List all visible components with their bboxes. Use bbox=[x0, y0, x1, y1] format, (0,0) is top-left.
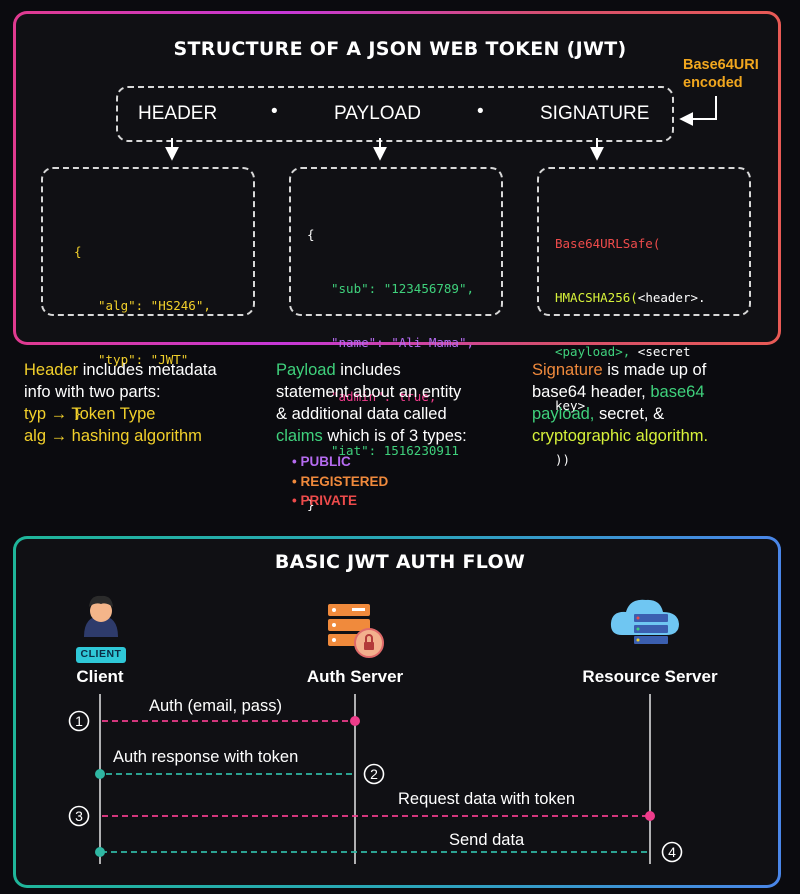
step-1-number: ①1 bbox=[75, 713, 83, 729]
payload-code-box bbox=[289, 167, 503, 316]
header-description: Header includes metadata info with two p… bbox=[24, 361, 217, 445]
jwt-structure-panel bbox=[13, 11, 781, 345]
segment-separator-1: • bbox=[271, 101, 278, 122]
jwt-segments-box bbox=[116, 86, 674, 142]
step-4-number: ④4 bbox=[668, 844, 676, 860]
auth-server-icon bbox=[328, 604, 384, 658]
step-3-label: Request data with token bbox=[398, 790, 576, 808]
header-code: { "alg": "HS246", "typ": "JWT" } bbox=[74, 244, 211, 421]
claim-type-public: • PUBLIC bbox=[292, 454, 351, 469]
signature-code: Base64URLSafe( HMACSHA256(<header>. <pay… bbox=[555, 236, 706, 467]
step-1-label: Auth (email, pass) bbox=[149, 697, 282, 715]
message-arrows bbox=[102, 720, 647, 853]
step-number-circles bbox=[68, 710, 683, 863]
step-3-number: ③3 bbox=[75, 808, 83, 824]
message-endpoints bbox=[95, 716, 655, 857]
segment-signature: SIGNATURE bbox=[540, 103, 650, 124]
client-icon bbox=[76, 595, 126, 663]
segment-separator-2: • bbox=[477, 101, 484, 122]
segment-payload: PAYLOAD bbox=[334, 103, 421, 124]
claim-types-list: • PUBLIC • REGISTERED • PRIVATE bbox=[292, 452, 388, 511]
step-4-label: Send data bbox=[449, 831, 525, 849]
step-2-number: ②2 bbox=[370, 766, 378, 782]
payload-description: Payload includes statement about an enti… bbox=[276, 361, 467, 445]
jwt-title: STRUCTURE OF A JSON WEB TOKEN (JWT) bbox=[173, 38, 627, 60]
claim-type-registered: • REGISTERED bbox=[292, 473, 389, 489]
header-code-box bbox=[41, 167, 255, 316]
signature-code-box bbox=[537, 167, 751, 316]
claim-type-private: • PRIVATE bbox=[292, 493, 357, 508]
actor-auth-server: Auth Server bbox=[306, 667, 404, 686]
segment-arrows bbox=[165, 96, 717, 161]
auth-flow-panel bbox=[13, 536, 781, 888]
step-2-label: Auth response with token bbox=[113, 748, 299, 766]
flow-title: BASIC JWT AUTH FLOW bbox=[274, 551, 526, 573]
resource-server-icon bbox=[610, 599, 679, 644]
payload-code: { "sub": "123456789", "name": "Ali Mama"… bbox=[307, 227, 475, 512]
actor-client: Client bbox=[76, 667, 124, 686]
actor-resource-server: Resource Server bbox=[582, 667, 718, 686]
segment-header: HEADER bbox=[138, 103, 218, 124]
base64-encoded-note: Base64URI encoded bbox=[683, 57, 759, 91]
signature-description: Signature is made up of base64 header, b… bbox=[532, 361, 709, 445]
arrow-encoded-note bbox=[679, 96, 717, 126]
client-badge: CLIENT bbox=[80, 648, 122, 660]
